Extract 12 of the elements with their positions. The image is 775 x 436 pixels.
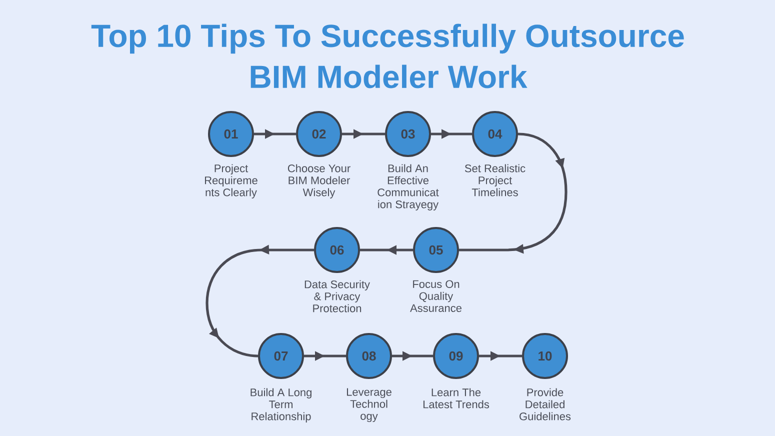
step-caption: Focus On Quality Assurance xyxy=(410,280,462,312)
step-caption: Build An Effective Communicat ion Strayegy xyxy=(378,164,439,210)
step-caption: Build A Long Term Relationship xyxy=(250,388,312,422)
step-caption: Project Requireme nts Clearly xyxy=(205,164,258,198)
step-caption: Learn The Latest Trends xyxy=(424,388,490,408)
title: Top 10 Tips To Successfully Outsource BIM Modeler Work xyxy=(91,24,684,88)
arrow xyxy=(459,132,568,254)
step-caption: Choose Your BIM Modeler Wisely xyxy=(288,164,350,198)
step-caption: Set Realistic Project Timelines xyxy=(464,164,526,196)
step-caption: Provide Detailed Guidelines xyxy=(520,388,571,420)
step-caption: Leverage Technol ogy xyxy=(346,388,392,422)
step-caption: Data Security & Privacy Protection xyxy=(304,280,370,312)
